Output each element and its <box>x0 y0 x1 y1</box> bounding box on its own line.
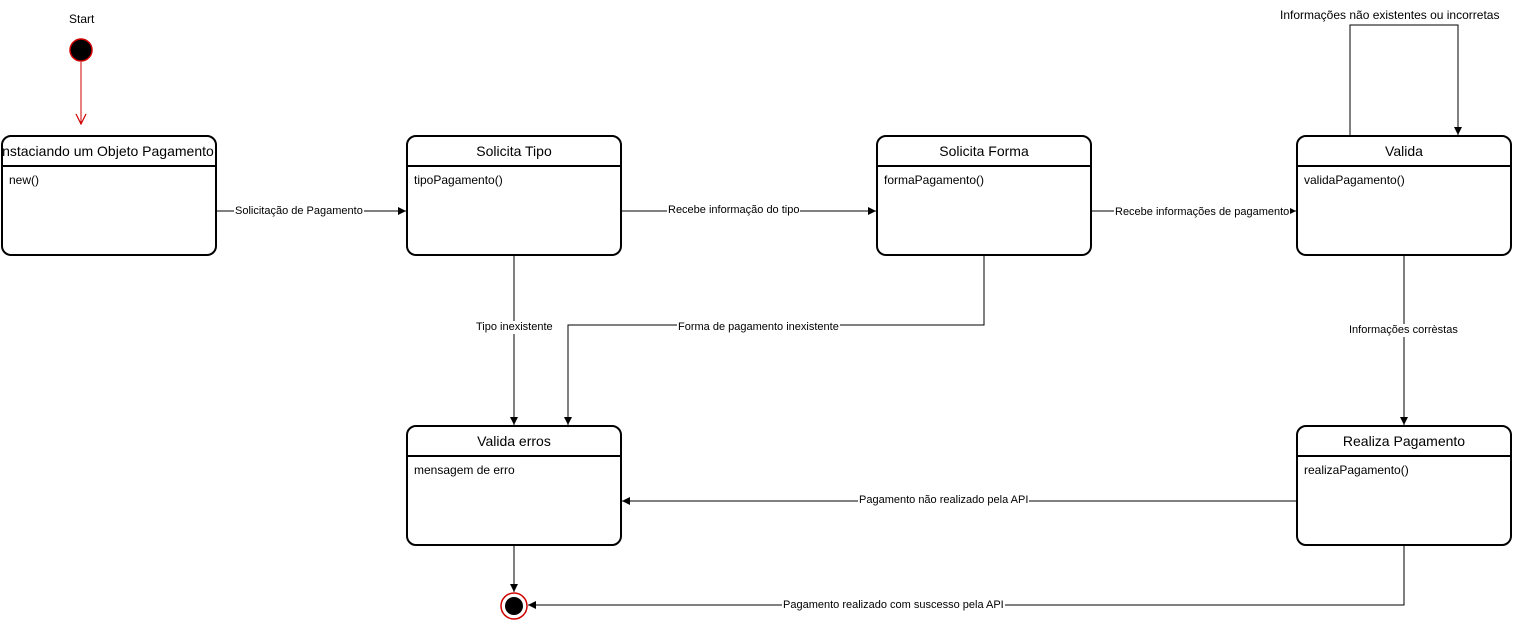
label-nao-realizado: Pagamento não realizado pela API <box>858 494 1030 507</box>
state-title: Instaciando um Objeto Pagamento <box>3 137 215 167</box>
state-action: new() <box>9 173 40 187</box>
start-arrowhead <box>75 113 87 126</box>
state-realiza-pagamento[interactable]: Realiza Pagamento realizaPagamento() <box>1296 425 1512 546</box>
state-instanciando[interactable]: Instaciando um Objeto Pagamento new() <box>1 135 217 256</box>
state-title: Solicita Tipo <box>408 137 620 167</box>
state-title: Realiza Pagamento <box>1298 427 1510 457</box>
label-realizado: Pagamento realizado com suscesso pela AP… <box>782 599 1005 612</box>
label-forma-inexistente: Forma de pagamento inexistente <box>677 321 840 334</box>
state-action: tipoPagamento() <box>414 173 503 187</box>
start-label: Start <box>69 12 95 26</box>
final-node-core <box>505 597 523 615</box>
state-solicita-forma[interactable]: Solicita Forma formaPagamento() <box>876 135 1092 256</box>
label-recebe-info: Recebe informações de pagamento <box>1114 206 1291 219</box>
state-action: validaPagamento() <box>1304 173 1405 187</box>
edge-forma-inexistente <box>564 256 985 425</box>
label-recebe-tipo: Recebe informação do tipo <box>667 204 801 217</box>
state-valida-erros[interactable]: Valida erros mensagem de erro <box>406 425 622 546</box>
edge-info-incorretas <box>1349 24 1462 135</box>
state-action: mensagem de erro <box>414 463 515 477</box>
label-solicitacao: Solicitação de Pagamento <box>234 205 364 218</box>
state-title: Solicita Forma <box>878 137 1090 167</box>
initial-node <box>69 38 93 62</box>
state-title: Valida <box>1298 137 1510 167</box>
state-valida[interactable]: Valida validaPagamento() <box>1296 135 1512 256</box>
label-info-corretas: Informações corrèstas <box>1348 324 1459 337</box>
state-action: formaPagamento() <box>884 173 985 187</box>
state-title: Valida erros <box>408 427 620 457</box>
state-solicita-tipo[interactable]: Solicita Tipo tipoPagamento() <box>406 135 622 256</box>
label-tipo-inexistente: Tipo inexistente <box>475 321 554 334</box>
state-action: realizaPagamento() <box>1304 463 1409 477</box>
label-info-incorretas: Informações não existentes ou incorretas <box>1280 8 1500 22</box>
edge-realizado <box>528 546 1405 609</box>
